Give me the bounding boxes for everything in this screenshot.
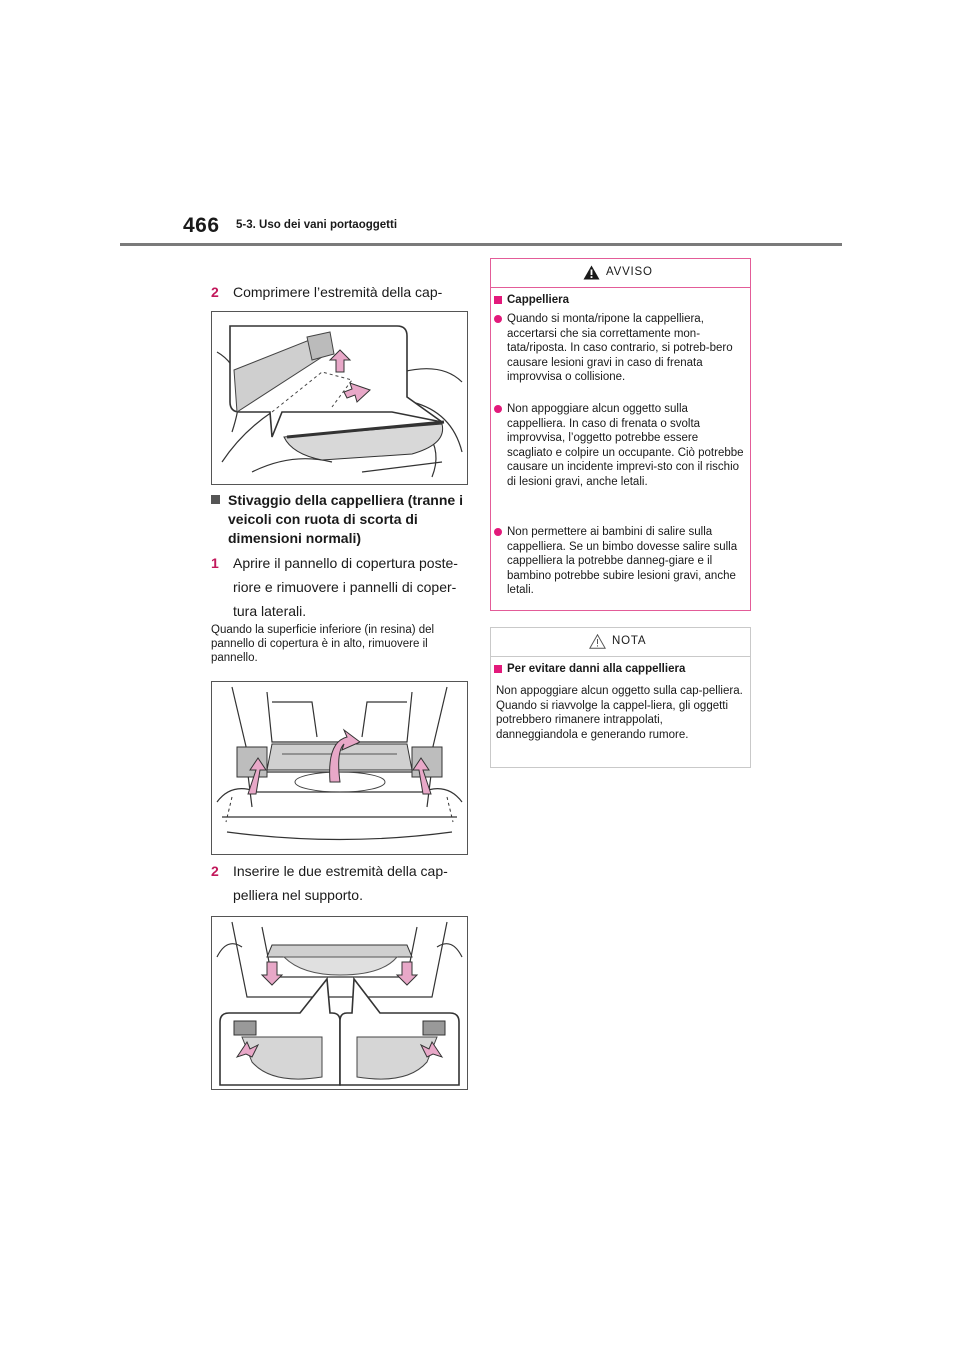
step-number: 2 — [211, 863, 219, 879]
step-number: 2 — [211, 284, 219, 300]
warning-triangle-icon — [583, 265, 600, 280]
caution-triangle-icon — [589, 634, 606, 649]
warning-box-header: AVVISO — [491, 259, 750, 288]
bullet-dot-icon — [494, 528, 502, 536]
warning-subheading: Cappelliera — [494, 293, 744, 307]
warning-bullet-1: Quando si monta/ripone la cappelliera, a… — [494, 312, 744, 385]
warning-title: AVVISO — [606, 266, 653, 278]
step-1-open-panel: 1 Aprire il pannello di copertura poste-… — [211, 551, 466, 623]
nota-text: Non appoggiare alcun oggetto sulla cap-p… — [496, 685, 743, 741]
nota-box: NOTA Per evitare danni alla cappelliera … — [490, 627, 751, 768]
step-text: Inserire le due estremità della cap-pell… — [233, 863, 448, 903]
warning-bullet-2: Non appoggiare alcun oggetto sulla cappe… — [494, 402, 744, 490]
heading-square-icon — [494, 296, 502, 304]
note-text: Quando la superficie inferiore (in resin… — [211, 624, 435, 664]
warning-box: AVVISO Cappelliera Quando si monta/ripon… — [490, 258, 751, 611]
step-2-insert: 2 Inserire le due estremità della cap-pe… — [211, 859, 466, 907]
warning-bullet-3: Non permettere ai bambini di salire sull… — [494, 525, 744, 598]
heading-square-icon — [494, 665, 502, 673]
nota-box-header: NOTA — [491, 628, 750, 657]
bullet-dot-icon — [494, 405, 502, 413]
heading-text: Stivaggio della cappelliera (tranne i ve… — [228, 492, 463, 546]
figure-lift-cover — [211, 311, 468, 485]
step-text: Aprire il pannello di copertura poste-ri… — [233, 555, 458, 619]
bullet-dot-icon — [494, 315, 502, 323]
nota-subheading: Per evitare danni alla cappelliera — [494, 662, 744, 676]
nota-title: NOTA — [612, 635, 647, 647]
header-rule — [120, 243, 842, 246]
page-number: 466 — [183, 214, 220, 237]
section-title: 5-3. Uso dei vani portaoggetti — [236, 219, 398, 231]
subsection-heading: Stivaggio della cappelliera (tranne i ve… — [211, 491, 466, 548]
step-number: 1 — [211, 555, 219, 571]
figure-insert-ends — [211, 916, 468, 1090]
heading-square-icon — [211, 495, 220, 504]
figure-remove-panels — [211, 681, 468, 855]
